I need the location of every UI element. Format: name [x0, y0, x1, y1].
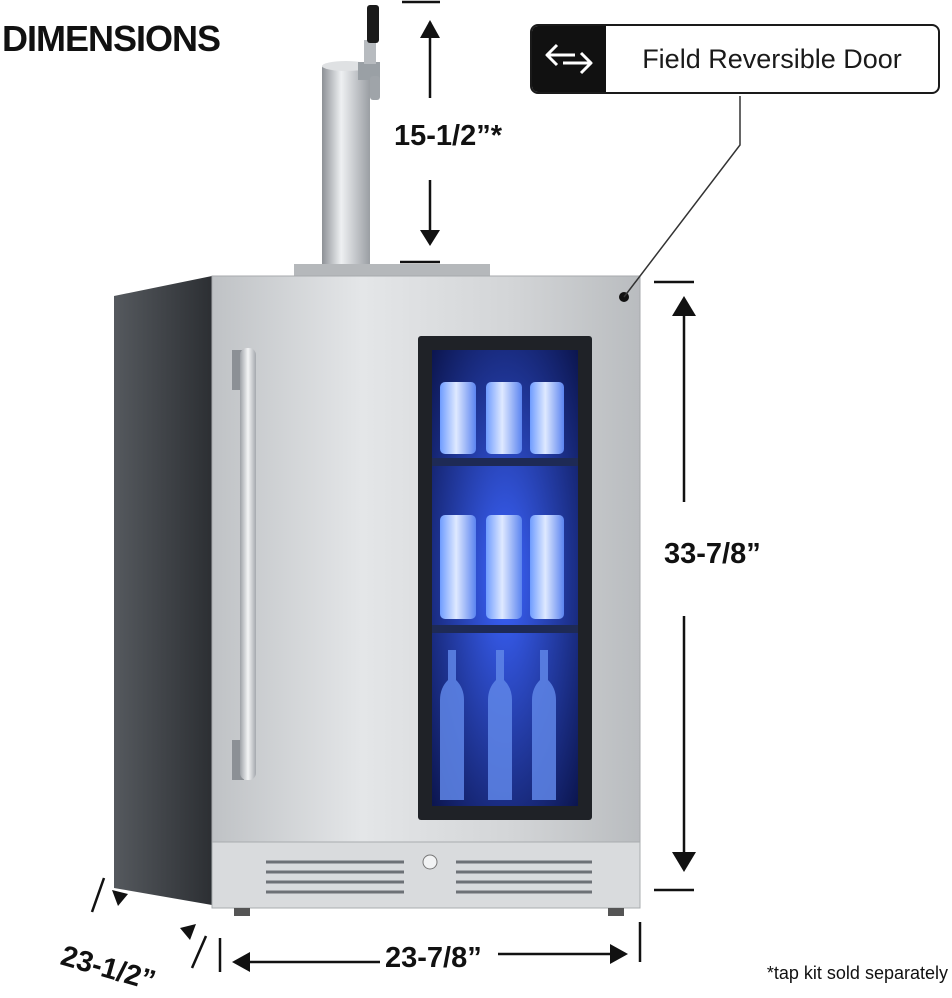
depth-arrow	[90, 877, 208, 969]
cabinet-side	[114, 276, 212, 905]
swap-arrows-icon	[532, 26, 606, 92]
cans-top-shelf	[440, 382, 564, 454]
width-label: 23-7/8”	[385, 942, 482, 974]
bottles-bottom-shelf	[440, 650, 556, 800]
callout-leader	[623, 96, 741, 298]
height-label: 33-7/8”	[664, 538, 761, 570]
page-title: DIMENSIONS	[2, 18, 221, 59]
field-reversible-door-callout: Field Reversible Door	[530, 24, 940, 94]
height-arrow	[654, 280, 696, 892]
tap-height-arrow	[400, 0, 440, 264]
cans-middle-shelf	[440, 515, 564, 619]
kick-plate	[211, 841, 641, 916]
width-arrow	[218, 922, 642, 972]
tap-height-label: 15-1/2”*	[394, 120, 503, 152]
door-handle	[240, 348, 256, 780]
tap-handle	[367, 5, 379, 43]
door	[211, 275, 641, 843]
callout-label: Field Reversible Door	[642, 43, 902, 74]
tap-tower	[294, 5, 490, 276]
footnote: *tap kit sold separately	[766, 963, 948, 983]
